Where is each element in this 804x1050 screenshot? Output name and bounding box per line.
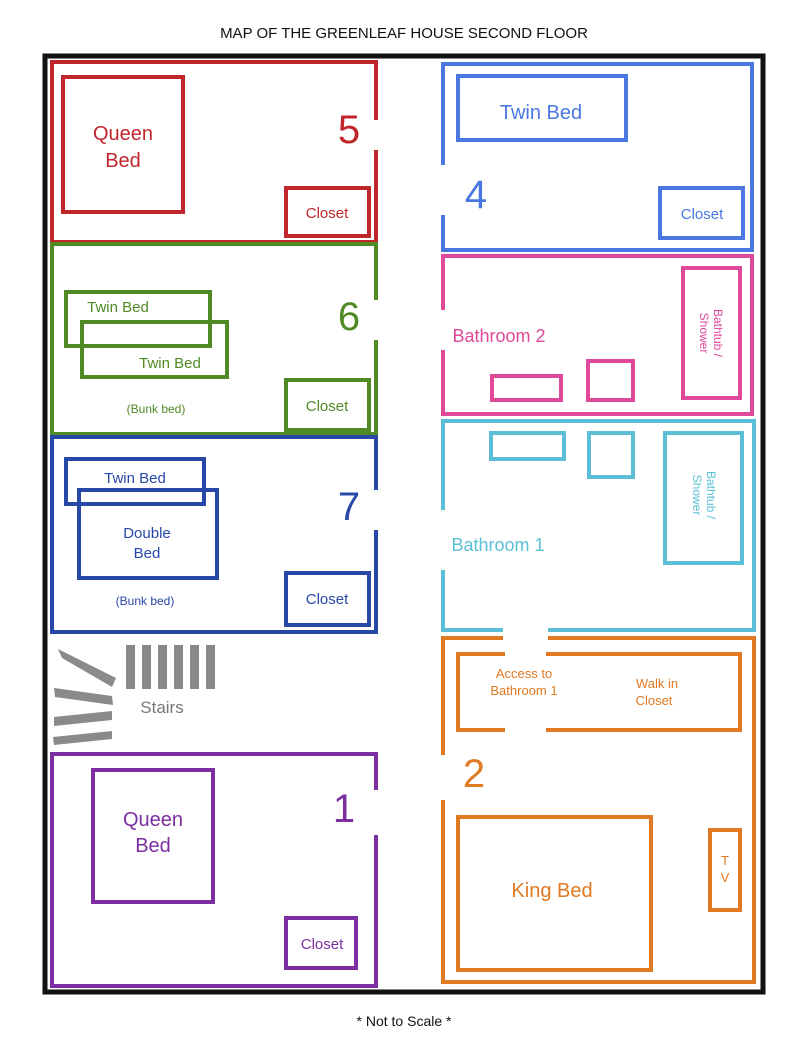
room-2-tv-label: V bbox=[721, 870, 730, 885]
room-7-number: 7 bbox=[338, 485, 360, 529]
room-5-closet-label: Closet bbox=[306, 205, 349, 222]
stair-step bbox=[158, 645, 167, 689]
bathroom-2-label: Bathroom 2 bbox=[452, 326, 545, 346]
room-1-number: 1 bbox=[333, 787, 355, 831]
bathroom-2-tub-label: Bathtub / bbox=[711, 309, 725, 358]
bathroom-1-tub bbox=[663, 431, 744, 565]
room-4 bbox=[441, 62, 754, 252]
room-1-bed-label: Queen bbox=[123, 809, 183, 831]
bathroom-2-walls bbox=[441, 254, 754, 416]
stair-step bbox=[126, 645, 135, 689]
room-1-walls bbox=[50, 752, 378, 988]
stair-step bbox=[174, 645, 183, 689]
room-2-tv bbox=[708, 828, 742, 912]
bathroom-2-tub-label: Shower bbox=[697, 313, 711, 354]
room-1-queen-bed bbox=[91, 768, 215, 904]
room-5-number: 5 bbox=[338, 108, 360, 152]
room-6-bed-label: Twin Bed bbox=[139, 355, 201, 372]
map-title: MAP OF THE GREENLEAF HOUSE SECOND FLOOR bbox=[220, 25, 588, 42]
room-7-bed-label: Bed bbox=[134, 545, 161, 562]
room-7-double-bed bbox=[77, 488, 219, 580]
room-2-king-bed bbox=[456, 815, 653, 972]
room-4-closet bbox=[658, 186, 745, 240]
stairs bbox=[53, 645, 215, 745]
stairs-label: Stairs bbox=[140, 698, 183, 717]
stair-step bbox=[54, 688, 113, 705]
room-7-walls bbox=[50, 435, 378, 634]
bathroom-1-tub-label: Bathtub / bbox=[704, 471, 718, 520]
room-5-queen-bed bbox=[61, 75, 185, 214]
room-6-twin-bed-top bbox=[64, 290, 212, 348]
stair-step bbox=[54, 711, 112, 726]
house-outline bbox=[42, 53, 766, 995]
room-7-closet-label: Closet bbox=[306, 591, 349, 608]
room-1-closet-label: Closet bbox=[301, 936, 344, 953]
room-1 bbox=[50, 752, 378, 988]
bathroom-1 bbox=[441, 419, 756, 632]
room-7-closet bbox=[284, 571, 371, 627]
room-2-number: 2 bbox=[463, 752, 485, 796]
room-6-twin-bed-bottom bbox=[80, 320, 229, 379]
scale-note: * Not to Scale * bbox=[357, 1013, 452, 1029]
bathroom-1-toilet bbox=[587, 431, 635, 479]
room-6-number: 6 bbox=[338, 295, 360, 339]
room-2-access-label: Bathroom 1 bbox=[490, 683, 557, 698]
room-4-walls bbox=[441, 62, 754, 252]
room-6-closet bbox=[284, 378, 371, 432]
bathroom-1-label: Bathroom 1 bbox=[451, 535, 544, 555]
room-6-bunk-note: (Bunk bed) bbox=[127, 402, 186, 416]
stair-step bbox=[142, 645, 151, 689]
room-5-bed-label: Bed bbox=[105, 150, 141, 172]
bathroom-2-toilet bbox=[586, 359, 635, 402]
room-7-twin-bed bbox=[64, 457, 206, 506]
room-2-walkin-closet bbox=[456, 652, 742, 732]
room-2-bed-label: King Bed bbox=[511, 880, 592, 902]
room-2-closet-door-gap bbox=[505, 640, 546, 740]
room-2-access-label: Access to bbox=[496, 666, 552, 681]
bathroom-1-sink bbox=[489, 431, 566, 461]
room-6-walls bbox=[50, 242, 378, 436]
room-2-walkin-label: Walk in bbox=[636, 676, 678, 691]
room-6 bbox=[50, 242, 378, 436]
room-4-number: 4 bbox=[465, 173, 487, 217]
room-2 bbox=[441, 636, 756, 984]
room-7-bunk-note: (Bunk bed) bbox=[116, 594, 175, 608]
stair-step bbox=[206, 645, 215, 689]
bathroom-2-sink bbox=[490, 374, 563, 402]
room-4-twin-bed bbox=[456, 74, 628, 142]
bathroom-2 bbox=[441, 254, 754, 416]
room-2-tv-label: T bbox=[721, 853, 729, 868]
room-4-bed-label: Twin Bed bbox=[500, 102, 582, 124]
bathroom-2-tub bbox=[681, 266, 742, 400]
room-2-walkin-label: Closet bbox=[636, 693, 673, 708]
room-5-walls bbox=[50, 60, 378, 244]
room-5-bed-label: Queen bbox=[93, 123, 153, 145]
bathroom-1-tub-label: Shower bbox=[690, 475, 704, 516]
room-6-closet-label: Closet bbox=[306, 398, 349, 415]
bathroom-1-walls bbox=[441, 419, 756, 632]
stair-step bbox=[53, 731, 112, 745]
room-1-closet bbox=[284, 916, 358, 970]
room-4-closet-label: Closet bbox=[681, 206, 724, 223]
room-7-bed-label: Double bbox=[123, 525, 171, 542]
room-1-bed-label: Bed bbox=[135, 835, 171, 857]
room-5 bbox=[50, 60, 378, 244]
room-2-walls bbox=[441, 636, 756, 984]
room-7-bed-label: Twin Bed bbox=[104, 470, 166, 487]
room-6-bed-label: Twin Bed bbox=[87, 299, 149, 316]
room-5-closet bbox=[284, 186, 371, 238]
room-7 bbox=[50, 435, 378, 634]
stair-step bbox=[190, 645, 199, 689]
stair-step bbox=[58, 649, 116, 687]
